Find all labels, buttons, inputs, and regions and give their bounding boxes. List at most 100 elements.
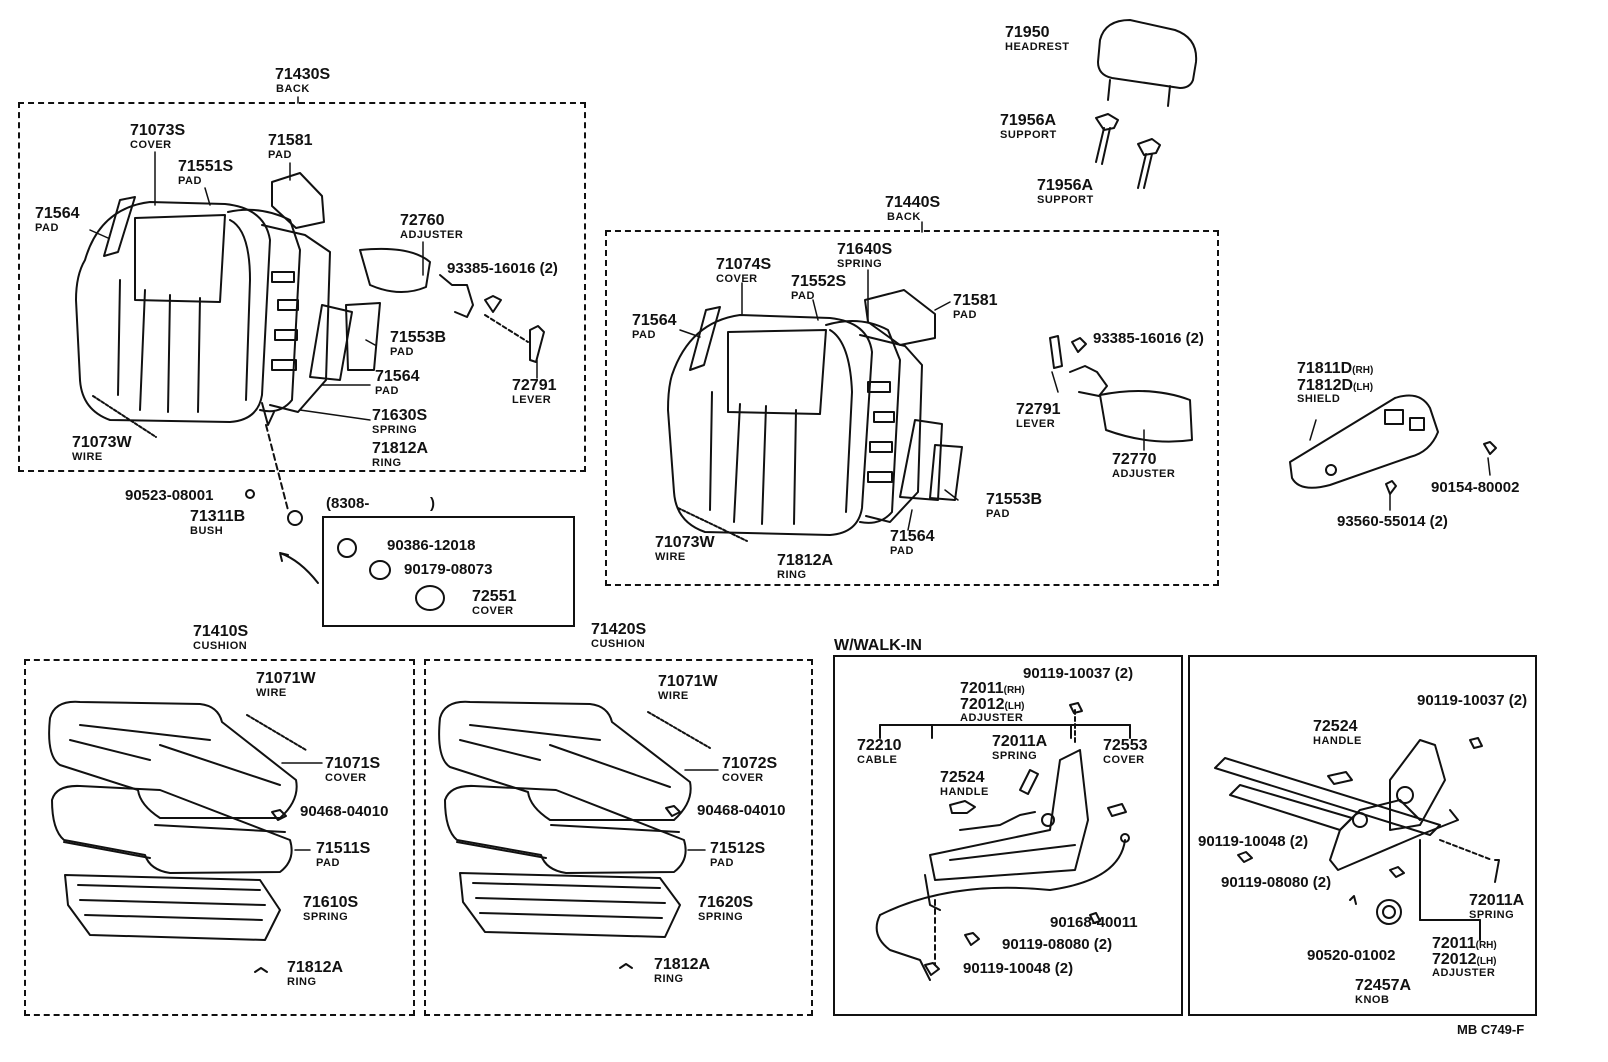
w-adjuster-label: ADJUSTER (960, 712, 1024, 724)
ring-left-label: RING (372, 457, 402, 469)
ring-right-number: 71812A (777, 552, 834, 569)
pad-71553B-right-label: PAD (986, 508, 1010, 520)
wire-left-number: 71073W (72, 434, 132, 451)
w-adj-lh-number: 72012(LH) (960, 696, 1025, 713)
pad-71512S-label: PAD (710, 857, 734, 869)
cushion-left-number: 71410S (193, 623, 249, 640)
spring-71640S-label: SPRING (837, 258, 883, 270)
cover-71074S-label: COVER (716, 273, 758, 285)
pad-71564-right-1-label: PAD (632, 329, 656, 341)
pad-71552S-number: 71552S (791, 273, 847, 290)
pad-71581-right-number: 71581 (953, 292, 998, 309)
spring-71640S-number: 71640S (837, 241, 893, 258)
r-p-90520-number: 90520-01002 (1307, 947, 1396, 964)
ring-c2-label: RING (654, 973, 684, 985)
r-spring-label: SPRING (1469, 909, 1515, 921)
spring-71620S-label: SPRING (698, 911, 744, 923)
leader-lines (89, 96, 1491, 851)
ring-c2-number: 71812A (654, 956, 711, 973)
pad-71564-right-2-number: 71564 (890, 528, 935, 545)
pad-71564-right-1-number: 71564 (632, 312, 677, 329)
w-p-08080-number: 90119-08080 (2) (1002, 936, 1113, 953)
diagram-code: MB C749-F (1457, 1022, 1525, 1037)
pad-71511S-label: PAD (316, 857, 340, 869)
back-right-number: 71440S (885, 194, 941, 211)
seat-adjuster-drawing (1214, 737, 1500, 941)
spring-71630S-number: 71630S (372, 407, 428, 424)
spring-71610S-label: SPRING (303, 911, 349, 923)
cover-71072S-label: COVER (722, 772, 764, 784)
cushion-left-drawing (48, 700, 307, 973)
pad-71564-left-1-number: 71564 (35, 205, 80, 222)
ring-c1-number: 71812A (287, 959, 344, 976)
cover-72551-number: 72551 (472, 588, 517, 605)
clip-c2-number: 90468-04010 (697, 802, 786, 819)
nut-90523-number: 90523-08001 (125, 487, 214, 504)
w-p-10048-number: 90119-10048 (2) (963, 960, 1074, 977)
r-p-08080-number: 90119-08080 (2) (1221, 874, 1332, 891)
pad-71553B-right-number: 71553B (986, 491, 1043, 508)
w-bolt-top-number: 90119-10037 (2) (1023, 665, 1134, 682)
w-spring-label: SPRING (992, 750, 1038, 762)
bush-label: BUSH (190, 525, 224, 537)
spring-71620S-number: 71620S (698, 894, 754, 911)
seatback-right-drawing (667, 289, 1193, 542)
p-90386-number: 90386-12018 (387, 537, 476, 554)
cover-71073S-label: COVER (130, 139, 172, 151)
wire-left-label: WIRE (72, 451, 103, 463)
pad-71512S-number: 71512S (710, 840, 766, 857)
walk-in-title: W/WALK-IN (834, 637, 922, 654)
w-spring-number: 72011A (992, 733, 1048, 750)
seatback-left-drawing (75, 172, 545, 511)
w-cover-label: COVER (1103, 754, 1145, 766)
r-adjuster-label: ADJUSTER (1432, 967, 1496, 979)
shield-label: SHIELD (1297, 393, 1341, 405)
r-knob-number: 72457A (1355, 977, 1412, 994)
cover-71073S-number: 71073S (130, 122, 186, 139)
pad-71564-left-1-label: PAD (35, 222, 59, 234)
adjuster-72770-label: ADJUSTER (1112, 468, 1176, 480)
lever-left-number: 72791 (512, 377, 557, 394)
inset-group-box (322, 516, 575, 627)
back-right-label: BACK (887, 211, 921, 223)
bolt-right-number: 93385-16016 (2) (1093, 330, 1204, 347)
lever-right-number: 72791 (1016, 401, 1061, 418)
support-1-number: 71956A (1000, 112, 1057, 129)
support-1-label: SUPPORT (1000, 129, 1057, 141)
r-spring-number: 72011A (1469, 892, 1525, 909)
r-adj-rh-number: 72011(RH) (1432, 935, 1497, 952)
r-bolt-top-number: 90119-10037 (2) (1417, 692, 1528, 709)
pad-71564-left-2-number: 71564 (375, 368, 420, 385)
p-90179-number: 90179-08073 (404, 561, 493, 578)
wire-c2-number: 71071W (658, 673, 718, 690)
adjuster-72760-label: ADJUSTER (400, 229, 464, 241)
cushion-right-label: CUSHION (591, 638, 646, 650)
back-left-label: BACK (276, 83, 310, 95)
lever-right-label: LEVER (1016, 418, 1056, 430)
adjuster-group-box (1188, 655, 1537, 1016)
headrest-number: 71950 (1005, 24, 1050, 41)
cushion-right-number: 71420S (591, 621, 647, 638)
w-cover-number: 72553 (1103, 737, 1148, 754)
bush-number: 71311B (190, 508, 246, 525)
w-cable-number: 72210 (857, 737, 902, 754)
adjuster-72760-number: 72760 (400, 212, 445, 229)
wire-c1-label: WIRE (256, 687, 287, 699)
p-90154-number: 90154-80002 (1431, 479, 1520, 496)
pad-71551S-label: PAD (178, 175, 202, 187)
adjuster-72770-number: 72770 (1112, 451, 1157, 468)
shield-lh-number: 71812D(LH) (1297, 377, 1374, 394)
wire-right-label: WIRE (655, 551, 686, 563)
r-knob-label: KNOB (1355, 994, 1390, 1006)
wire-c1-number: 71071W (256, 670, 316, 687)
cushion-left-label: CUSHION (193, 640, 248, 652)
wire-right-number: 71073W (655, 534, 715, 551)
bush-and-nuts-drawing (245, 489, 445, 611)
pad-71553B-left-label: PAD (390, 346, 414, 358)
w-handle-number: 72524 (940, 769, 985, 786)
inset-close: ) (430, 495, 435, 512)
headrest-drawing (1097, 19, 1198, 107)
r-p-10048-number: 90119-10048 (2) (1198, 833, 1309, 850)
bolt-left-number: 93385-16016 (2) (447, 260, 558, 277)
